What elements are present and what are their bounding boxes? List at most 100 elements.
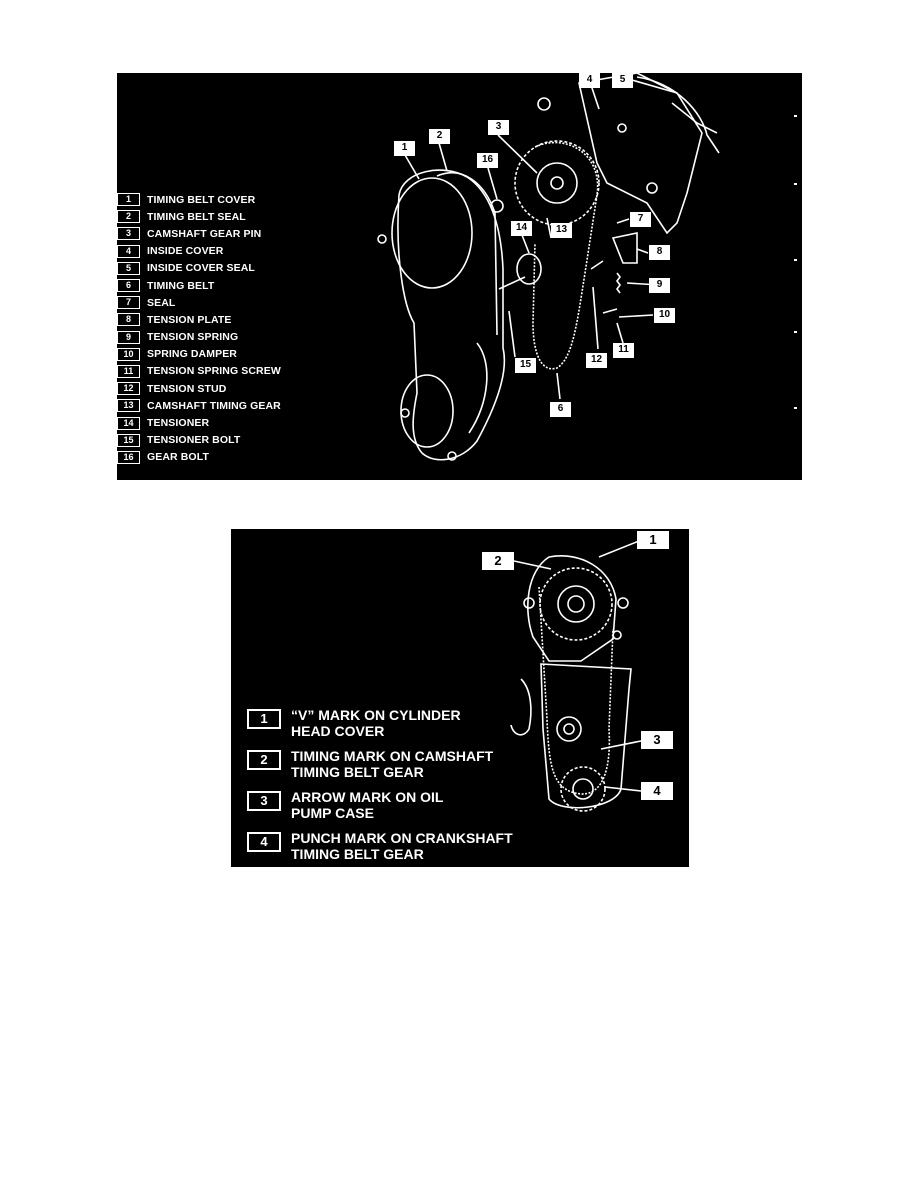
tensioner-bolt-shape [498,276,526,290]
legend-label: SEAL [147,296,176,309]
callout-10: 10 [654,308,675,323]
inside-cover-seal-shape [636,76,720,154]
timing-belt-cover-shape [397,169,506,461]
camshaft-timing-gear-shape [539,567,613,641]
tensioner-shape [516,253,542,285]
legend-item: 9 TENSION SPRING [117,329,281,346]
tension-spring-shape [616,272,621,294]
scan-mark [794,183,797,185]
legend-number: 14 [117,416,140,430]
legend-number: 2 [247,750,281,770]
callout-7: 7 [630,212,651,227]
legend-label: TENSION PLATE [147,313,232,326]
legend-label: TIMING MARK ON CAMSHAFT TIMING BELT GEAR [291,748,494,780]
inside-cover-shape [578,73,703,235]
callout-12: 12 [586,353,607,368]
callout-4: 4 [641,782,673,800]
legend-item: 12 TENSION STUD [117,380,281,397]
legend-item: 2 TIMING BELT SEAL [117,208,281,225]
legend-item: 15 TENSIONER BOLT [117,432,281,449]
cover-upper-opening [391,177,473,289]
callout-3: 3 [641,731,673,749]
scan-mark [794,115,797,117]
camshaft-gear-outline [514,140,600,226]
upper-housing-shape [527,555,617,662]
tension-stud-shape [590,260,604,270]
legend-number: 13 [117,399,140,413]
legend-number: 2 [117,210,140,224]
scan-mark [794,331,797,333]
timing-belt-path [538,586,614,795]
callout-8: 8 [649,245,670,260]
callout-5: 5 [612,73,633,88]
legend-label: INSIDE COVER [147,245,224,258]
legend-item: 8 TENSION PLATE [117,311,281,328]
legend-number: 8 [117,313,140,327]
timing-belt-seal-shape [436,171,498,434]
callout-1: 1 [637,531,669,549]
callout-11: 11 [613,343,634,358]
callout-2: 2 [482,552,514,570]
crankshaft-gear-shape [560,766,606,812]
callout-15: 15 [515,358,536,373]
legend-item: 3 CAMSHAFT GEAR PIN [117,225,281,242]
scan-mark [794,259,797,261]
timing-marks-drawing [510,540,642,812]
legend-label: “V” MARK ON CYLINDER HEAD COVER [291,707,461,739]
legend-item: 10 SPRING DAMPER [117,346,281,363]
legend-label: TIMING BELT SEAL [147,210,246,223]
legend-label: GEAR BOLT [147,451,209,464]
legend-label: INSIDE COVER SEAL [147,262,255,275]
gear-bolt-shape [490,199,504,213]
callout-2: 2 [429,129,450,144]
legend-number: 9 [117,330,140,344]
legend-label: TIMING BELT [147,279,215,292]
tensioner-pulley-shape [556,716,582,742]
legend-label: TENSION STUD [147,382,227,395]
legend-number: 11 [117,364,140,378]
callout-4: 4 [579,73,600,88]
legend-label: SPRING DAMPER [147,348,237,361]
camshaft-gear-center [550,176,564,190]
legend-item: 6 TIMING BELT [117,277,281,294]
legend-number: 1 [247,709,281,729]
legend-label: TIMING BELT COVER [147,193,256,206]
camshaft-gear-hub [536,162,578,204]
legend-item: 13 CAMSHAFT TIMING GEAR [117,397,281,414]
legend-number: 1 [117,193,140,207]
lower-housing-shape [540,663,632,809]
legend-number: 12 [117,382,140,396]
legend-item: 5 INSIDE COVER SEAL [117,260,281,277]
legend-number: 10 [117,347,140,361]
legend-number: 4 [117,244,140,258]
legend-label: TENSION SPRING SCREW [147,365,281,378]
legend-label: TENSION SPRING [147,331,239,344]
tension-plate-shape [611,232,638,264]
legend-item: 16 GEAR BOLT [117,449,281,466]
legend-number: 5 [117,261,140,275]
legend-item: 14 TENSIONER [117,414,281,431]
legend-number: 15 [117,433,140,447]
callout-9: 9 [649,278,670,293]
scan-mark [794,407,797,409]
callout-13: 13 [551,223,572,238]
legend-item: 1 TIMING BELT COVER [117,191,281,208]
legend-number: 16 [117,450,140,464]
legend-number: 3 [247,791,281,811]
legend-label: CAMSHAFT TIMING GEAR [147,399,281,412]
callout-16: 16 [477,153,498,168]
legend-label: PUNCH MARK ON CRANKSHAFT TIMING BELT GEA… [291,830,513,862]
legend-label: TENSIONER [147,417,210,430]
legend-label: ARROW MARK ON OIL PUMP CASE [291,789,444,821]
callout-3: 3 [488,120,509,135]
legend-number: 3 [117,227,140,241]
legend-label: CAMSHAFT GEAR PIN [147,227,262,240]
legend-number: 6 [117,279,140,293]
callout-1: 1 [394,141,415,156]
legend-label: TENSIONER BOLT [147,434,241,447]
legend-item: 4 INSIDE COVER [117,243,281,260]
